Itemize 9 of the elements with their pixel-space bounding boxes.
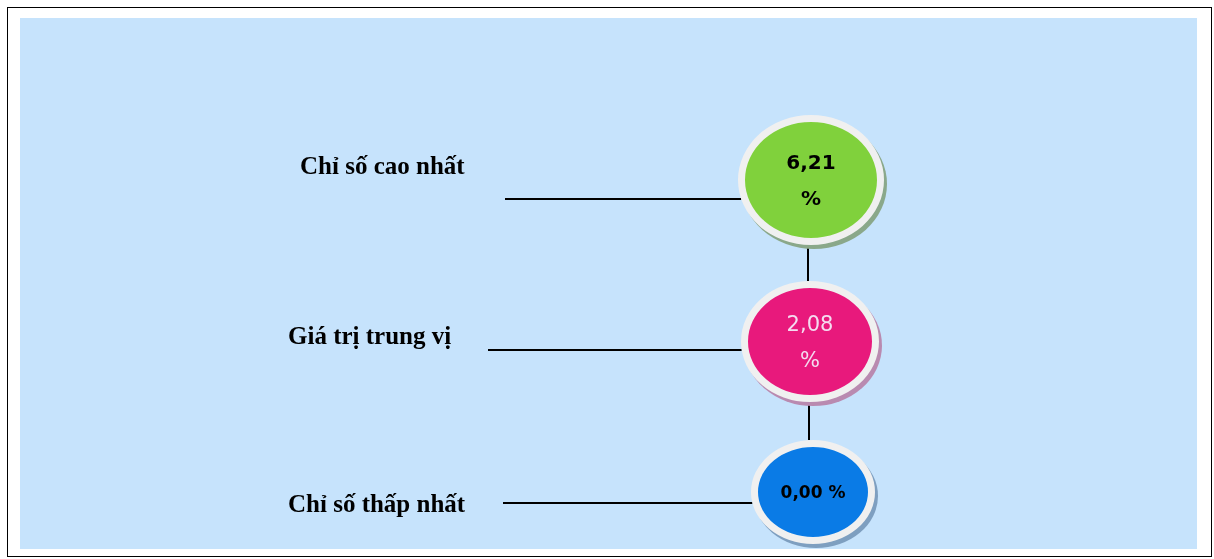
connector-line: [504, 198, 743, 200]
value-text: 6,21 %: [785, 149, 837, 212]
category-label: Chỉ số cao nhất: [300, 152, 465, 180]
connector-line: [487, 349, 743, 351]
connector-line: [502, 502, 754, 504]
value-text: 0,00 %: [779, 481, 847, 504]
category-label: Chỉ số thấp nhất: [288, 490, 466, 518]
value-text: 2,08 %: [785, 310, 835, 374]
category-label: Giá trị trung vị: [288, 322, 452, 350]
